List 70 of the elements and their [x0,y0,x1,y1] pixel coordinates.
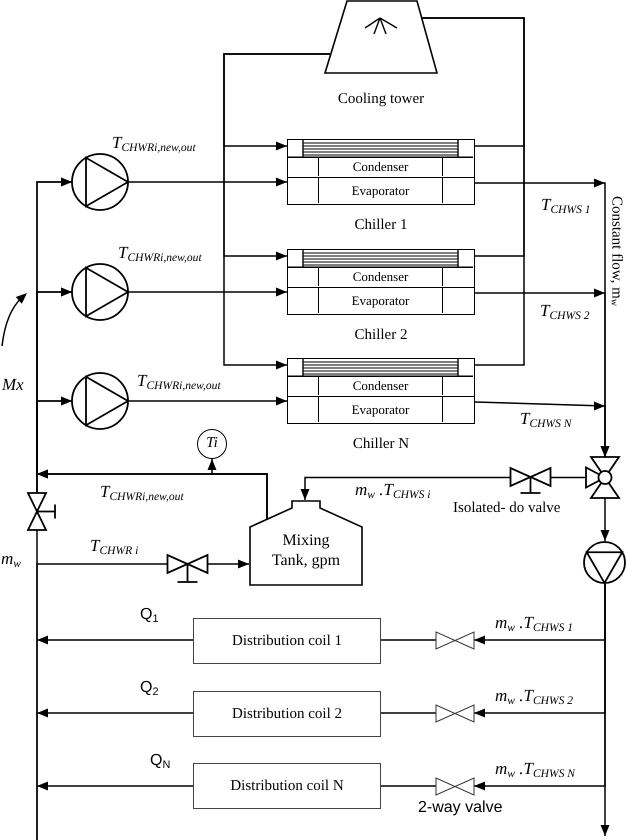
edge-label: m$_{w}$ .T$_{CHWS 2}$ [495,686,574,706]
valve-caption: Isolated- do valve [453,500,560,518]
valve-icon [166,554,209,584]
pipe-line [381,639,436,641]
annotation-label: Mx [2,375,24,395]
edge-label: T$_{CHWRi,new,out}$ [118,243,202,263]
node-caption: Chiller N [352,436,410,452]
pipe-arrow [128,396,287,406]
pipe-arrow [37,708,193,718]
pipe-arrow [128,288,287,296]
pipe-arrow [600,498,610,541]
coil-box: Distribution coil N [193,763,381,809]
edge-label: T$_{CHWS 1}$ [541,195,591,215]
edge-label: T$_{CHWRi,new,out}$ [100,482,184,502]
condenser-unit [287,249,475,288]
edge-label: T$_{CHWR i}$ [90,536,138,556]
node-caption: Cooling tower [338,91,424,108]
edge-label: Q$_{N}$ [150,752,170,770]
mixing-tank: Mixing Tank, gpm [249,500,363,586]
component-label: Evaporator [318,397,443,422]
pipe-arrow [37,636,193,644]
component-label: Condenser [318,268,443,286]
pipe-line [422,17,525,366]
pipe-line [381,712,436,714]
node-caption: Chiller 1 [354,217,408,234]
edge-label: m$_{w}$ .T$_{CHWS N}$ [495,759,575,779]
component-label: Evaporator [318,178,443,203]
pipe-line [36,563,167,840]
evaporator-unit [287,287,475,315]
valve-icon [435,631,475,650]
coil-box: Distribution coil 1 [193,618,381,664]
component-label: Evaporator [318,288,443,313]
condenser-unit [287,139,475,178]
node-caption: Chiller 2 [354,327,408,344]
component-label: Condenser [318,377,443,395]
evaporator-unit [287,396,475,424]
pipe-arrow [300,476,510,500]
edge-label: Q$_{2}$ [140,679,159,698]
pipe-arrow [208,459,268,519]
valve-icon [435,777,475,796]
temperature-sensor: Ti [197,429,227,459]
pipe-arrow [37,782,193,790]
edge-label: Q$_{1}$ [140,606,159,624]
three-way-valve-icon [584,456,621,499]
pipe-arrow [223,53,330,370]
annotation-label: m$_{w}$ [1,549,21,569]
pump-icon [71,153,129,211]
edge-label: m$_{w}$ .T$_{CHWS 1}$ [495,613,574,633]
coil-box: Distribution coil 2 [193,691,381,737]
pipe-arrow [600,584,610,836]
edge-label: T$_{CHWS N}$ [520,409,572,429]
pipe-arrow [128,178,287,186]
valve-caption: 2-way valve [418,799,502,818]
pipe-arrow [474,401,610,457]
edge-label: T$_{CHWRi,new,out}$ [112,133,196,153]
valve-icon [26,492,58,531]
valve-icon [509,467,552,495]
pipe-line [551,476,586,478]
edge-label: T$_{CHWRi,new,out}$ [137,371,221,391]
edge-label: T$_{CHWS 2}$ [540,301,590,321]
pump-icon [71,372,129,430]
component-label: Condenser [318,158,443,176]
pump-icon [583,541,626,584]
evaporator-unit [287,177,475,205]
condenser-unit [287,358,475,397]
pump-icon [71,263,129,321]
edge-label: m$_{w}$ .T$_{CHWS i}$ [355,480,430,500]
pipe-line [381,785,436,787]
pipe-arrow [208,560,249,568]
valve-icon [435,704,475,723]
